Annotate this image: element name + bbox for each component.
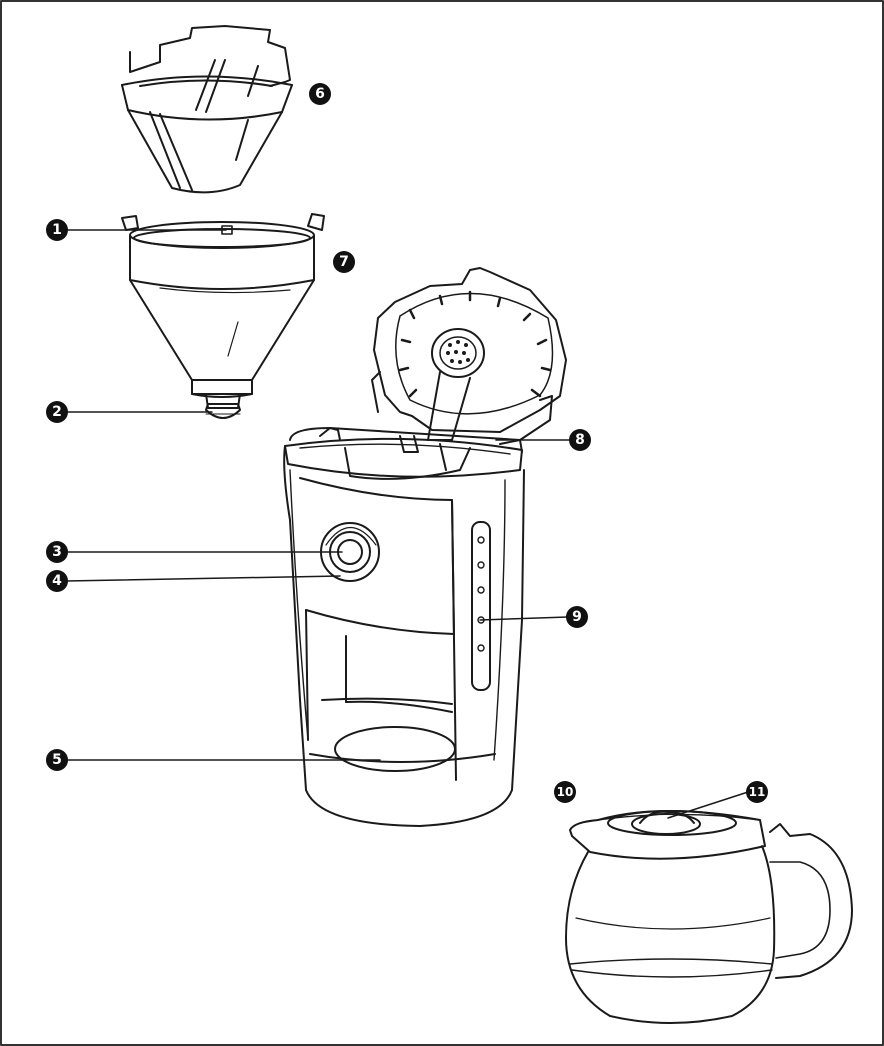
- leader-lines: [65, 229, 749, 819]
- callout-6: 6: [309, 83, 331, 105]
- callout-2: 2: [46, 401, 68, 423]
- callout-9-label: 9: [572, 609, 582, 625]
- callout-5: 5: [46, 749, 68, 771]
- callout-10: 10: [554, 781, 576, 803]
- callout-3: 3: [46, 541, 68, 563]
- callout-badges: 1 2 3 4 5 6 7 8 9 10 11: [46, 83, 768, 803]
- callout-8-label: 8: [575, 432, 585, 448]
- callout-6-label: 6: [315, 86, 325, 102]
- callout-7-label: 7: [339, 254, 349, 270]
- callout-3-label: 3: [52, 544, 62, 560]
- callout-10-label: 10: [557, 785, 574, 799]
- carafe-drawing: [565, 810, 853, 1024]
- callout-11: 11: [746, 781, 768, 803]
- callout-11-label: 11: [749, 785, 766, 799]
- callout-8: 8: [569, 429, 591, 451]
- callout-4: 4: [46, 570, 68, 592]
- callout-7: 7: [333, 251, 355, 273]
- filter-holder-drawing: [121, 213, 325, 419]
- callout-1-label: 1: [52, 222, 62, 238]
- coffee-maker-body-drawing: [283, 267, 567, 827]
- paper-filter-drawing: [121, 25, 293, 194]
- callout-9: 9: [566, 606, 588, 628]
- callout-2-label: 2: [52, 404, 62, 420]
- callout-1: 1: [46, 219, 68, 241]
- callout-5-label: 5: [52, 752, 62, 768]
- callout-4-label: 4: [52, 573, 62, 589]
